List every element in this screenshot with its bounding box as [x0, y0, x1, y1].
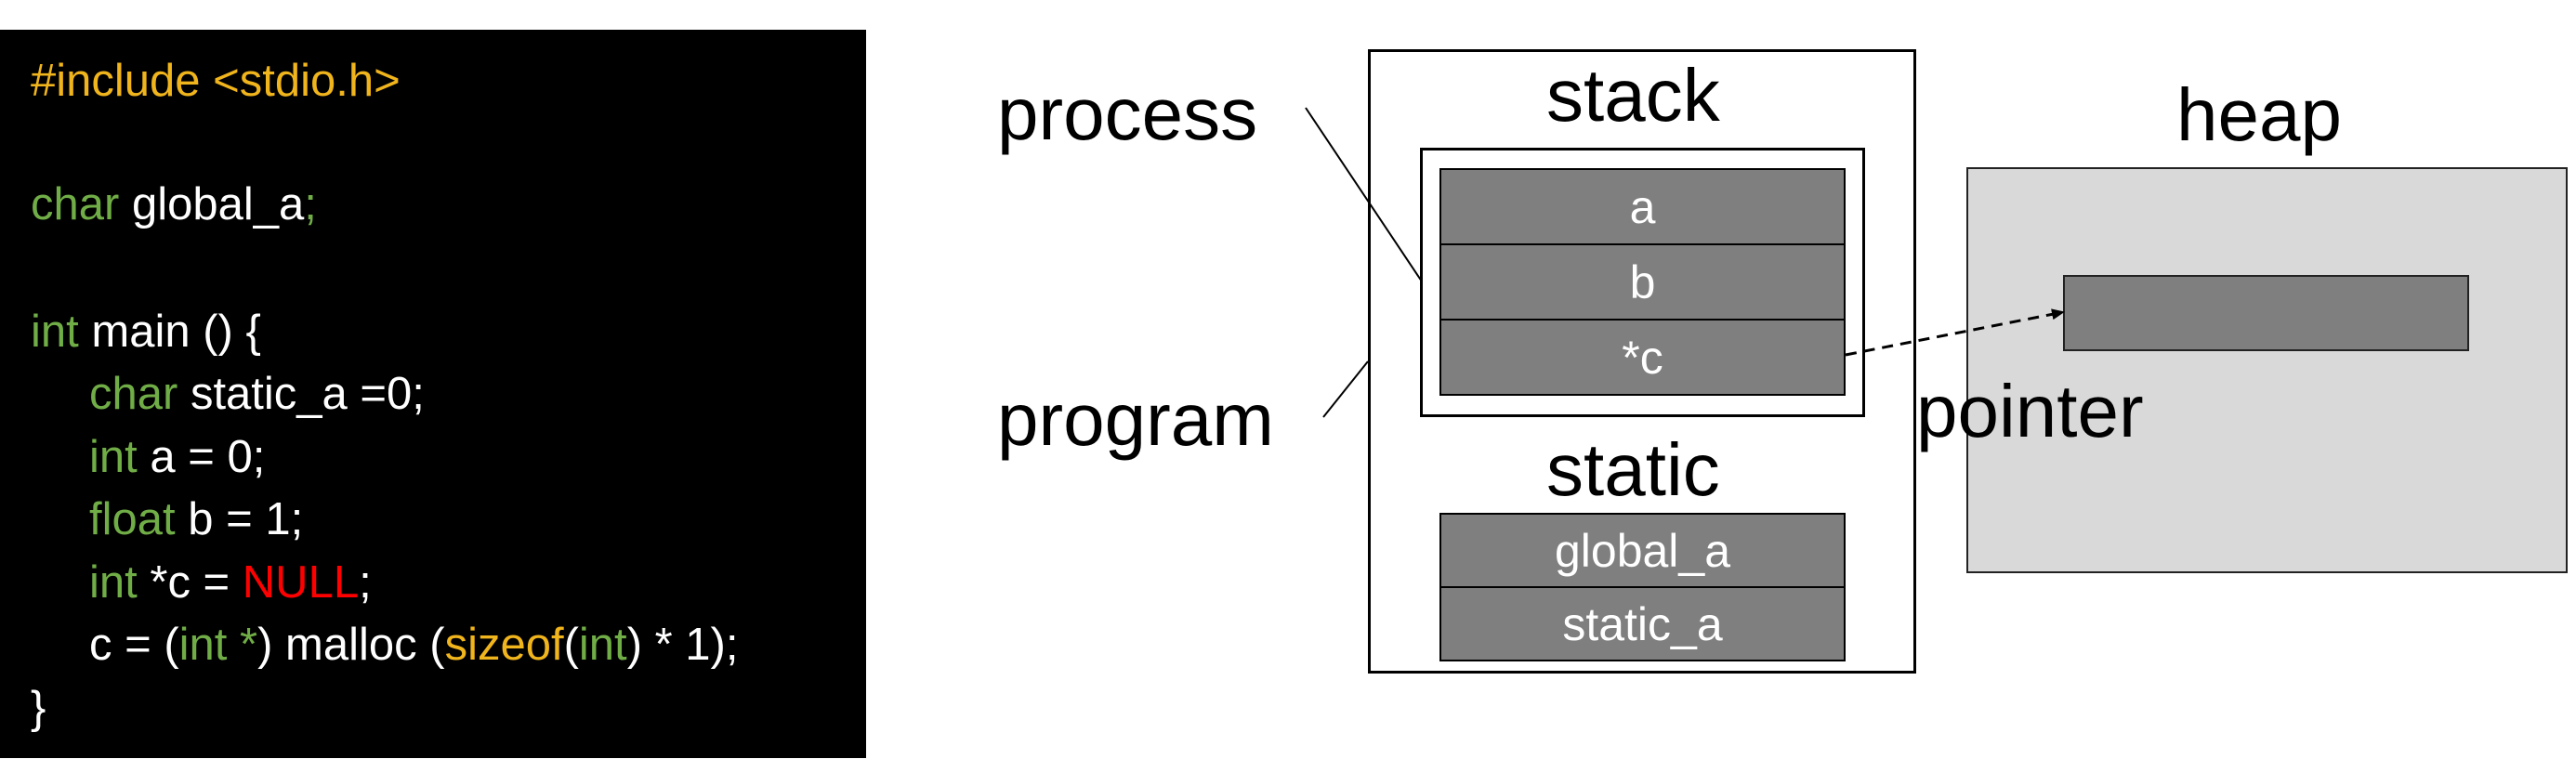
code-token: a = 0;: [137, 432, 266, 482]
static-cell-global-a: global_a: [1439, 513, 1846, 588]
code-line-pointer-c: int *c = NULL;: [89, 555, 372, 610]
process-label: process: [997, 72, 1258, 155]
heap-box: [1966, 167, 2568, 573]
stack-cell-c: *c: [1439, 319, 1846, 396]
code-token: b = 1;: [175, 494, 304, 544]
program-leader-line: [1322, 360, 1369, 418]
code-token: NULL: [242, 557, 360, 608]
code-line-int-a: int a = 0;: [89, 429, 265, 485]
code-panel: #include <stdio.h> char global_a; int ma…: [0, 30, 866, 758]
code-token: ) * 1);: [626, 620, 739, 670]
code-line-float-b: float b = 1;: [89, 491, 303, 547]
code-token: c = (: [89, 620, 179, 670]
code-line-main: int main () {: [31, 304, 261, 360]
code-line-close-brace: }: [31, 680, 46, 736]
code-line-global-decl: char global_a;: [31, 177, 317, 232]
stack-label: stack: [1546, 54, 1720, 137]
code-token: global_a: [119, 179, 305, 229]
heap-label: heap: [2176, 73, 2342, 156]
program-label: program: [997, 378, 1274, 461]
process-leader-line: [1305, 107, 1423, 282]
code-token: int: [578, 620, 627, 670]
pointer-label: pointer: [1916, 370, 2144, 452]
pointer-arrow: [1845, 308, 2065, 357]
code-token: static_a =0;: [177, 369, 425, 419]
heap-block: [2063, 275, 2469, 351]
code-token: char: [31, 179, 120, 229]
code-token: int: [89, 557, 138, 608]
code-token: *c =: [137, 557, 243, 608]
code-token: main () {: [78, 307, 261, 357]
static-label: static: [1546, 428, 1720, 511]
code-token: (: [563, 620, 579, 670]
code-token: #include <stdio.h>: [31, 56, 401, 106]
code-line-static-decl: char static_a =0;: [89, 366, 425, 422]
code-token: }: [31, 683, 46, 733]
code-token: ) malloc (: [257, 620, 445, 670]
code-token: int: [89, 432, 138, 482]
code-line-include: #include <stdio.h>: [31, 53, 401, 109]
code-token: char: [89, 369, 178, 419]
code-token: ;: [359, 557, 372, 608]
code-token: ;: [304, 179, 317, 229]
stack-cell-a: a: [1439, 168, 1846, 245]
code-token: int: [31, 307, 79, 357]
code-token: sizeof: [444, 620, 564, 670]
code-token: float: [89, 494, 176, 544]
code-token: int *: [178, 620, 258, 670]
code-line-malloc: c = (int *) malloc (sizeof(int) * 1);: [89, 617, 738, 673]
static-cell-static-a: static_a: [1439, 586, 1846, 661]
